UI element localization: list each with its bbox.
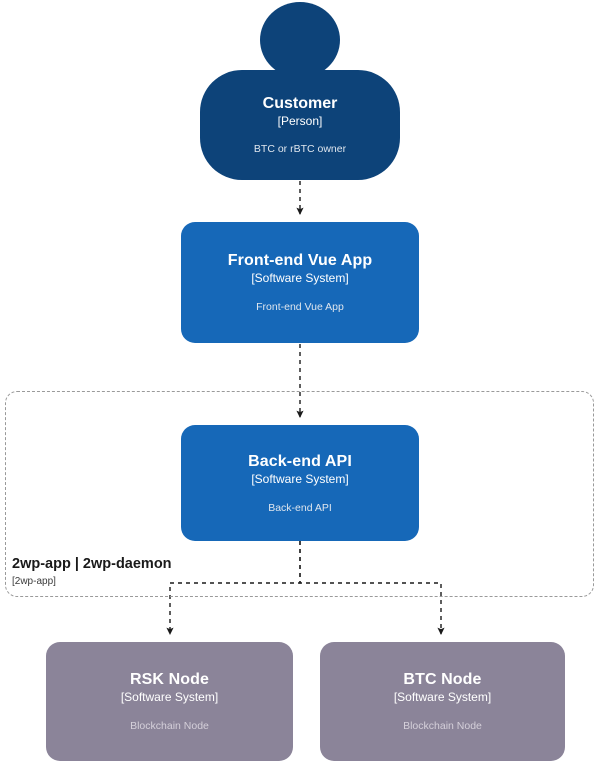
node-btc-title: BTC Node (403, 671, 482, 688)
node-backend-description: Back-end API (268, 501, 332, 514)
customer-person-head (260, 2, 340, 78)
node-frontend-description: Front-end Vue App (256, 301, 344, 313)
node-frontend-type: [Software System] (251, 271, 349, 285)
boundary-label: 2wp-app | 2wp-daemon (12, 556, 172, 572)
node-backend-title: Back-end API (248, 452, 352, 470)
node-customer[interactable]: Customer [Person] BTC or rBTC owner (200, 70, 400, 180)
node-rsk-node[interactable]: RSK Node [Software System] Blockchain No… (46, 642, 293, 761)
node-btc-node[interactable]: BTC Node [Software System] Blockchain No… (320, 642, 565, 761)
node-rsk-title: RSK Node (129, 671, 210, 688)
node-customer-description: BTC or rBTC owner (253, 143, 347, 155)
node-customer-type: [Person] (277, 114, 323, 128)
node-frontend-title: Front-end Vue App (227, 252, 373, 269)
node-backend-type: [Software System] (251, 471, 349, 486)
node-backend-api[interactable]: Back-end API [Software System] Back-end … (181, 425, 419, 541)
node-customer-title: Customer (262, 95, 338, 112)
node-rsk-description: Blockchain Node (130, 720, 209, 732)
node-btc-description: Blockchain Node (403, 720, 482, 732)
boundary-2wp-app (5, 391, 594, 597)
node-btc-type: [Software System] (393, 690, 492, 704)
boundary-sublabel: [2wp-app] (12, 576, 56, 587)
node-frontend-vue-app[interactable]: Front-end Vue App [Software System] Fron… (181, 222, 419, 343)
node-rsk-type: [Software System] (120, 690, 219, 704)
